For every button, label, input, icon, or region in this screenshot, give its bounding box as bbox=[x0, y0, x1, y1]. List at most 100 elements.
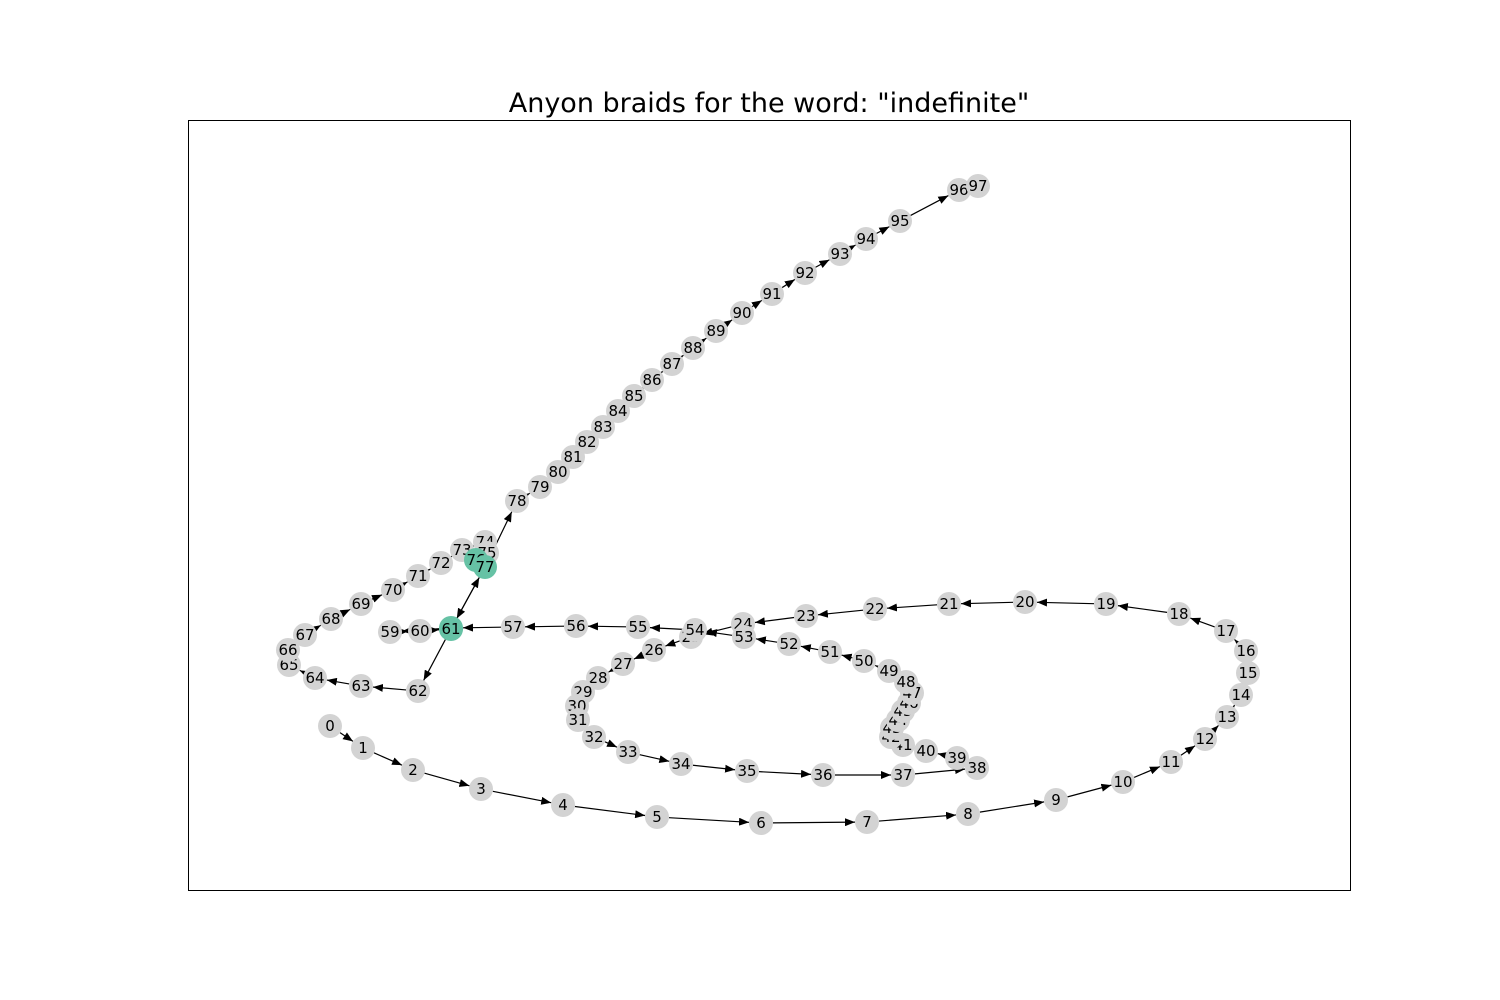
node-64: 64 bbox=[303, 666, 327, 690]
node-67: 67 bbox=[293, 623, 317, 647]
node-label-69: 69 bbox=[351, 595, 370, 613]
edge-27-28 bbox=[608, 663, 620, 673]
node-label-10: 10 bbox=[1113, 773, 1132, 791]
node-18: 18 bbox=[1167, 602, 1191, 626]
node-label-5: 5 bbox=[652, 808, 662, 826]
node-circle-51 bbox=[818, 640, 842, 664]
node-9: 9 bbox=[1044, 788, 1068, 812]
node-31: 31 bbox=[566, 708, 590, 732]
edge-95-96 bbox=[910, 195, 949, 216]
edge-18-19 bbox=[1117, 603, 1168, 613]
node-21: 21 bbox=[937, 592, 961, 616]
edge-3-4 bbox=[492, 790, 552, 805]
edge-33-34 bbox=[639, 754, 670, 764]
node-label-26: 26 bbox=[644, 641, 663, 659]
edge-62-63 bbox=[372, 683, 407, 692]
node-circle-10 bbox=[1111, 770, 1135, 794]
node-4: 4 bbox=[551, 793, 575, 817]
edge-49-50 bbox=[874, 664, 886, 673]
node-circle-37 bbox=[891, 763, 915, 787]
node-0: 0 bbox=[318, 714, 342, 738]
edge-34-35 bbox=[692, 764, 736, 773]
node-circle-34 bbox=[669, 752, 693, 776]
node-label-15: 15 bbox=[1238, 664, 1257, 682]
node-label-6: 6 bbox=[756, 814, 766, 832]
node-circle-12 bbox=[1193, 727, 1217, 751]
node-circle-79 bbox=[528, 475, 552, 499]
node-60: 60 bbox=[408, 619, 432, 643]
node-circle-36 bbox=[811, 763, 835, 787]
node-circle-14 bbox=[1229, 683, 1253, 707]
node-22: 22 bbox=[863, 597, 887, 621]
node-85: 85 bbox=[622, 384, 646, 408]
node-circle-21 bbox=[937, 592, 961, 616]
node-82: 82 bbox=[575, 430, 599, 454]
node-label-3: 3 bbox=[476, 780, 486, 798]
node-circle-22 bbox=[863, 597, 887, 621]
node-circle-18 bbox=[1167, 602, 1191, 626]
node-61: 61 bbox=[439, 617, 463, 641]
node-label-60: 60 bbox=[410, 622, 429, 640]
edge-92-93 bbox=[815, 259, 830, 269]
node-71: 71 bbox=[406, 564, 430, 588]
node-52: 52 bbox=[777, 632, 801, 656]
edge-93-94 bbox=[844, 244, 856, 254]
node-81: 81 bbox=[561, 445, 585, 469]
node-label-20: 20 bbox=[1015, 593, 1034, 611]
node-15: 15 bbox=[1236, 661, 1260, 685]
edge-17-18 bbox=[1190, 617, 1215, 628]
node-label-86: 86 bbox=[642, 371, 661, 389]
edge-13-14 bbox=[1225, 704, 1236, 716]
node-label-87: 87 bbox=[662, 355, 681, 373]
node-35: 35 bbox=[735, 759, 759, 783]
node-circle-67 bbox=[293, 623, 317, 647]
node-circle-49 bbox=[877, 659, 901, 683]
node-circle-28 bbox=[586, 666, 610, 690]
node-circle-71 bbox=[406, 564, 430, 588]
node-label-40: 40 bbox=[916, 742, 935, 760]
node-49: 49 bbox=[877, 659, 901, 683]
node-label-81: 81 bbox=[563, 448, 582, 466]
edge-69-70 bbox=[371, 594, 383, 603]
node-circle-7 bbox=[855, 810, 879, 834]
edge-5-6 bbox=[668, 817, 750, 826]
node-circle-62 bbox=[406, 679, 430, 703]
node-11: 11 bbox=[1159, 750, 1183, 774]
node-label-23: 23 bbox=[796, 607, 815, 625]
node-label-34: 34 bbox=[671, 755, 690, 773]
node-circle-19 bbox=[1094, 592, 1118, 616]
node-label-21: 21 bbox=[939, 595, 958, 613]
node-38: 38 bbox=[965, 756, 989, 780]
node-80: 80 bbox=[546, 460, 570, 484]
node-97: 97 bbox=[966, 174, 990, 198]
node-circle-85 bbox=[622, 384, 646, 408]
node-label-27: 27 bbox=[613, 655, 632, 673]
node-circle-70 bbox=[381, 578, 405, 602]
edge-20-21 bbox=[960, 599, 1014, 608]
node-label-80: 80 bbox=[548, 463, 567, 481]
node-91: 91 bbox=[760, 282, 784, 306]
node-66: 66 bbox=[276, 638, 300, 662]
node-26: 26 bbox=[642, 638, 666, 662]
node-circle-56 bbox=[564, 614, 588, 638]
node-label-62: 62 bbox=[408, 682, 427, 700]
edge-88-89 bbox=[695, 337, 707, 348]
node-circle-13 bbox=[1215, 705, 1239, 729]
node-label-8: 8 bbox=[963, 805, 973, 823]
node-label-22: 22 bbox=[865, 600, 884, 618]
node-77: 77 bbox=[473, 555, 497, 579]
node-label-9: 9 bbox=[1051, 791, 1061, 809]
node-label-85: 85 bbox=[624, 387, 643, 405]
node-label-52: 52 bbox=[779, 635, 798, 653]
node-circle-87 bbox=[660, 352, 684, 376]
node-12: 12 bbox=[1193, 727, 1217, 751]
node-95: 95 bbox=[888, 209, 912, 233]
node-label-38: 38 bbox=[967, 759, 986, 777]
node-label-48: 48 bbox=[896, 673, 915, 691]
edge-67-68 bbox=[310, 624, 322, 634]
node-circle-84 bbox=[606, 399, 630, 423]
node-circle-61 bbox=[439, 617, 463, 641]
node-label-50: 50 bbox=[854, 652, 873, 670]
node-label-83: 83 bbox=[593, 418, 612, 436]
